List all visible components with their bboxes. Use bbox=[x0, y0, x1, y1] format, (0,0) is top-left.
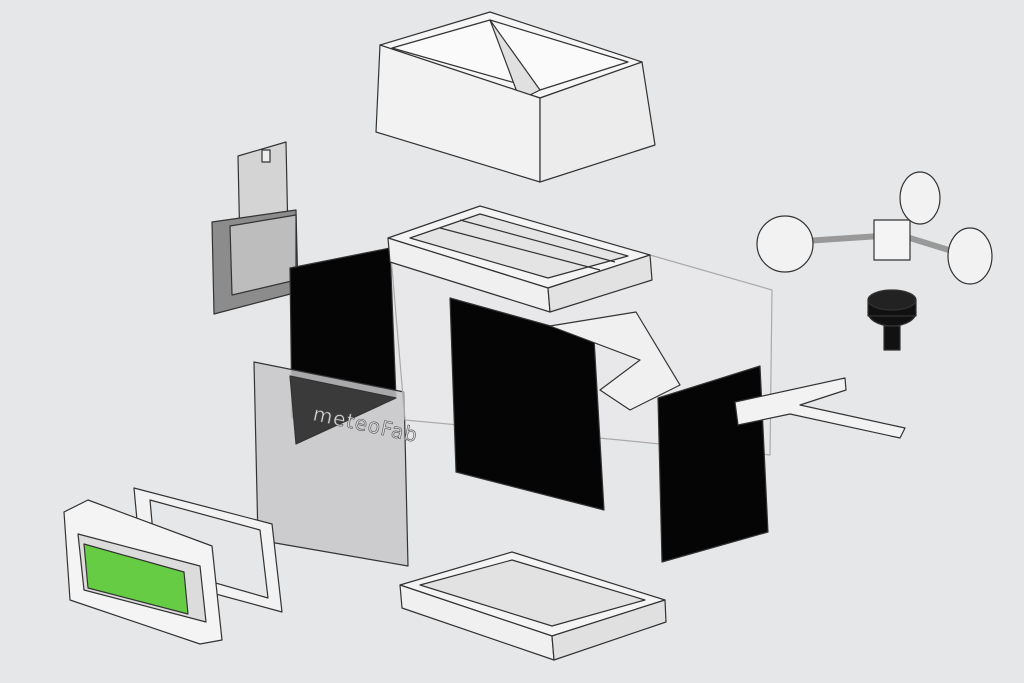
mount-bracket bbox=[549, 311, 681, 411]
lcd-screen bbox=[83, 543, 189, 615]
acrylic-front-panel: meteoFab bbox=[253, 361, 421, 567]
anemometer-arm bbox=[734, 377, 906, 439]
bottom-tray bbox=[399, 551, 667, 661]
radiation-shield-stack bbox=[211, 141, 299, 315]
roof-hopper bbox=[375, 11, 656, 183]
top-tray bbox=[387, 205, 653, 313]
black-panel-center bbox=[449, 297, 605, 511]
black-panel-right bbox=[657, 365, 769, 563]
lcd-display bbox=[63, 499, 223, 645]
anemometer-cups bbox=[756, 171, 993, 285]
sensor-knob bbox=[867, 289, 917, 351]
